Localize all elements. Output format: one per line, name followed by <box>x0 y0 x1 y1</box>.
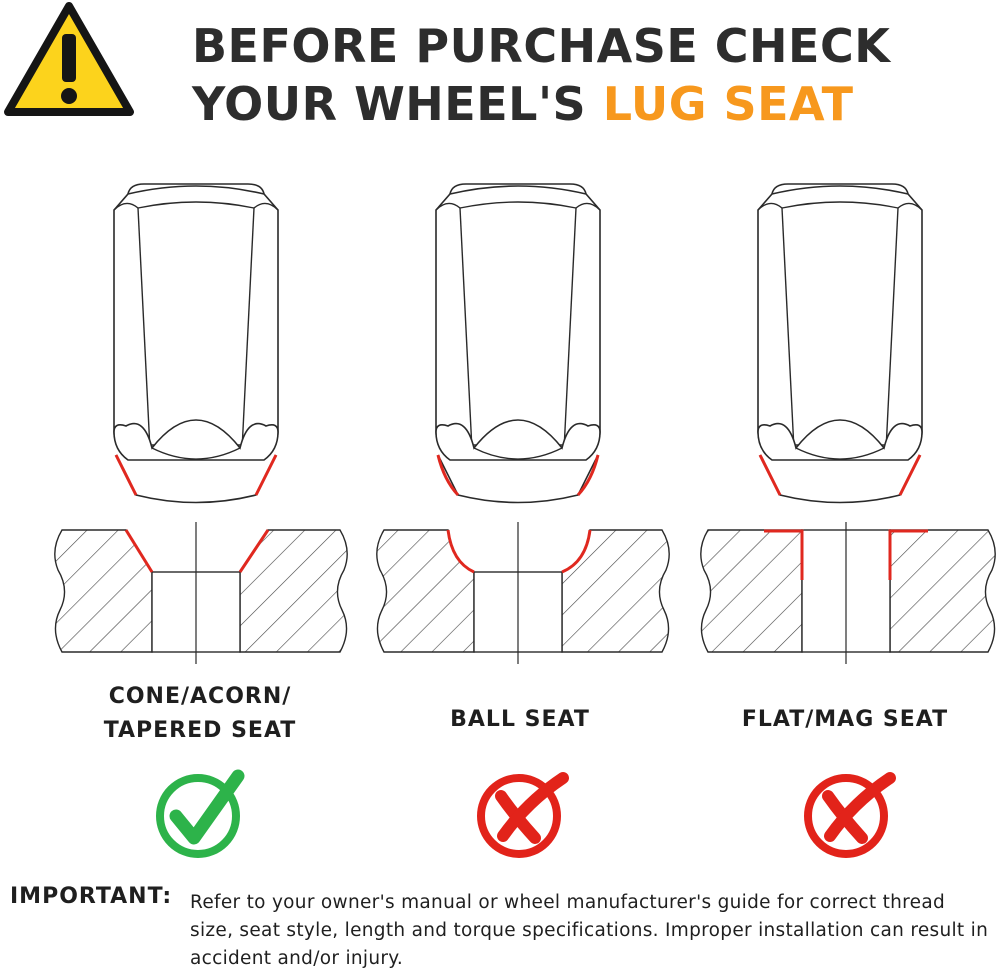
ball-seat-label: BALL SEAT <box>450 707 590 732</box>
headline-line-1: BEFORE PURCHASE CHECK <box>192 19 891 73</box>
cone-seat-cross-section <box>54 522 348 664</box>
ball-seat-nut <box>435 183 601 504</box>
headline-accent: LUG SEAT <box>602 77 854 131</box>
cone-seat-label-line-2: TAPERED SEAT <box>103 718 297 743</box>
cone-seat-label: CONE/ACORN/ TAPERED SEAT <box>70 680 330 748</box>
ball-seat-cross-section <box>376 522 670 664</box>
check-circle-icon <box>156 769 245 858</box>
cone-seat-label-line-1: CONE/ACORN/ <box>108 684 292 709</box>
cross-circle-icon <box>477 772 569 858</box>
flat-seat-label: FLAT/MAG SEAT <box>741 707 949 732</box>
headline-line-2-main: YOUR WHEEL'S <box>192 77 603 131</box>
important-text: Refer to your owner's manual or wheel ma… <box>190 892 989 969</box>
headline-line-2: YOUR WHEEL'S LUG SEAT <box>192 78 853 130</box>
cross-circle-icon <box>804 772 896 858</box>
cone-seat-nut <box>113 183 279 504</box>
flat-seat-cross-section <box>700 522 996 664</box>
important-label: IMPORTANT: <box>10 884 173 909</box>
flat-seat-nut <box>757 183 923 504</box>
lug-seat-diagram <box>54 183 996 664</box>
warning-triangle-icon <box>4 2 134 116</box>
